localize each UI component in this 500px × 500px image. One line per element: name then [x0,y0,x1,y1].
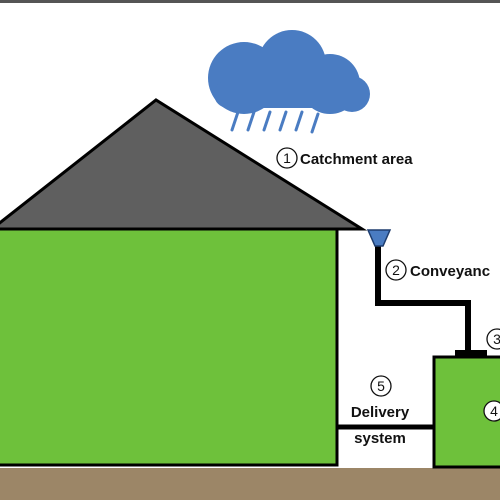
delivery-system-label: 5 Delivery system [351,375,410,447]
first-flush-filter [455,350,487,358]
svg-text:1: 1 [283,150,291,166]
ground [0,468,500,500]
svg-text:4: 4 [490,403,498,419]
svg-text:5: 5 [377,378,385,394]
svg-text:2: 2 [392,262,400,278]
conveyance-label: 2 Conveyanc [385,259,490,281]
rain-drops [230,110,320,134]
rain-cloud-icon [208,30,370,114]
filter-label: 3 [486,328,500,350]
gutter-funnel [366,229,392,247]
svg-text:Conveyanc: Conveyanc [410,263,490,280]
svg-text:Catchment area: Catchment area [300,151,413,168]
storage-label: 4 [483,400,500,422]
house-wall [0,227,339,467]
svg-text:Delivery: Delivery [351,404,410,421]
conveyance-pipe [375,244,471,352]
svg-text:3: 3 [493,331,500,347]
top-border [0,0,500,3]
svg-text:system: system [354,430,406,447]
catchment-area-label: 1 Catchment area [276,147,413,169]
